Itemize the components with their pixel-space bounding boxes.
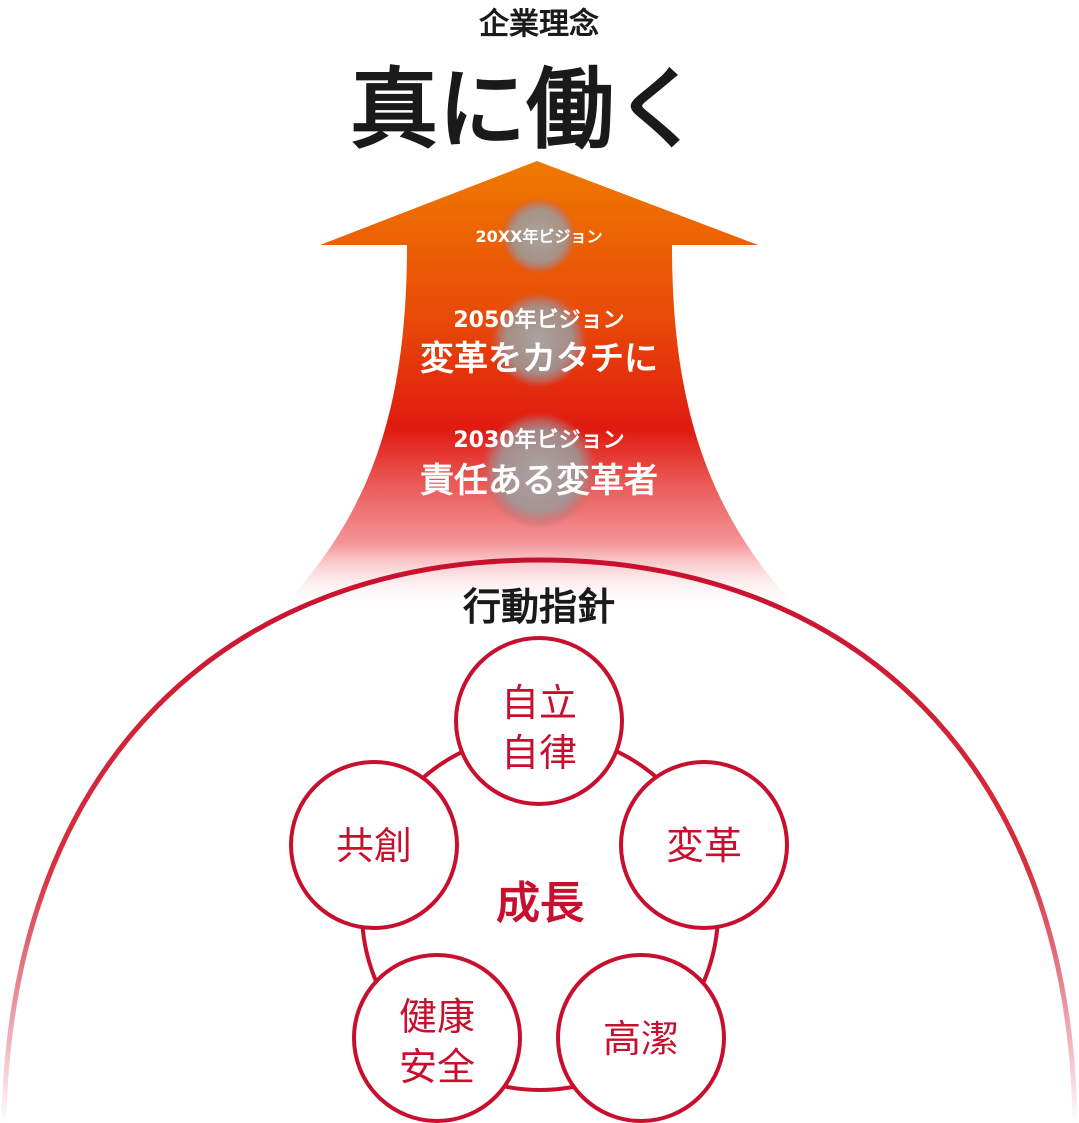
vision-2030-name: 責任ある変革者 [420, 461, 658, 501]
vision-orb-2050 [491, 292, 587, 388]
guidelines-dome [1, 557, 1078, 1123]
value-kenkou-line1: 健康 [399, 995, 475, 1039]
value-henkaku: 変革 [619, 760, 789, 930]
vision-20xx-year: 20XX年ビジョン [476, 227, 603, 246]
value-jiritsu: 自立 自律 [454, 636, 624, 806]
values-center: 成長 [496, 878, 585, 929]
vision-2030-year: 2030年ビジョン [453, 427, 624, 453]
value-kenkou-anzen: 健康 安全 [352, 953, 522, 1123]
value-kouketsu-line1: 高潔 [603, 1017, 679, 1061]
guidelines-title: 行動指針 [463, 585, 615, 629]
value-jiritsu-line1: 自立 [501, 681, 577, 725]
value-kenkou-line2: 安全 [399, 1045, 475, 1089]
vision-orb-2030 [481, 412, 597, 528]
vision-2050-year: 2050年ビジョン [453, 307, 624, 333]
value-kouketsu: 高潔 [556, 953, 726, 1123]
value-jiritsu-line2: 自律 [501, 731, 577, 775]
value-henkaku-line1: 変革 [666, 824, 742, 868]
philosophy-subtitle: 企業理念 [479, 7, 599, 42]
value-kyousou: 共創 [289, 760, 459, 930]
value-kyousou-line1: 共創 [336, 824, 412, 868]
vision-2050-name: 変革をカタチに [420, 339, 658, 379]
vision-orb-20xx [501, 198, 577, 274]
philosophy-title: 真に働く [350, 57, 702, 161]
